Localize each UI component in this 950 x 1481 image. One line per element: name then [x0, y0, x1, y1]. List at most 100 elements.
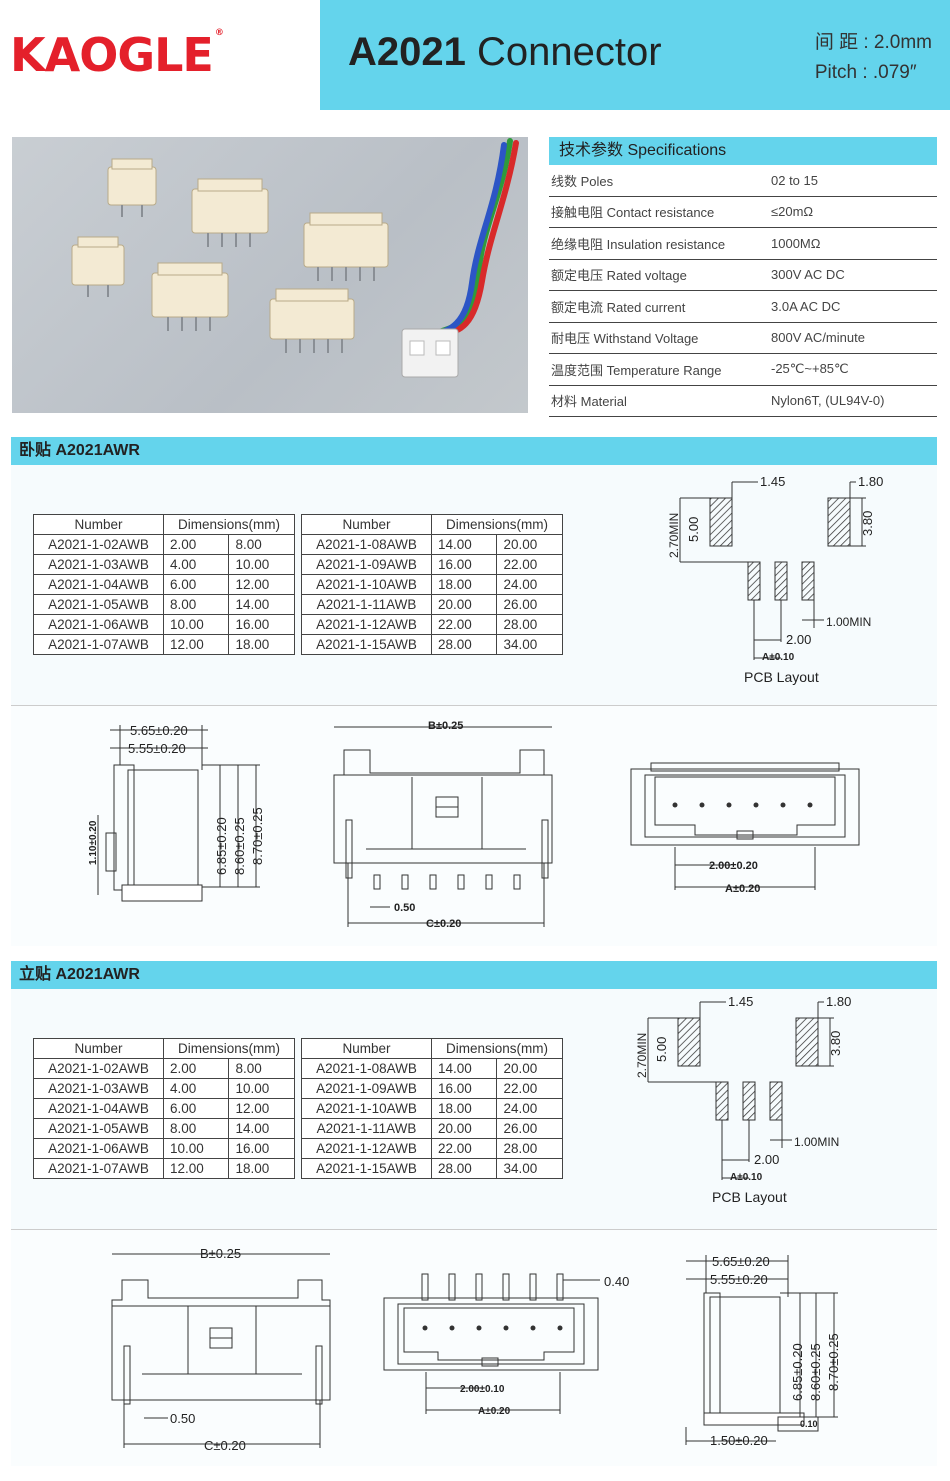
part-number-cell: A2021-1-09AWB [301, 554, 432, 575]
spec-label: 材料 Material [551, 394, 627, 410]
dimension-cell: 24.00 [496, 1098, 563, 1119]
svg-text:8.70±0.25: 8.70±0.25 [826, 1333, 841, 1391]
part-number-cell: A2021-1-06AWB [33, 1138, 164, 1159]
dimension-cell: 34.00 [496, 634, 563, 655]
dimension-cell: 26.00 [496, 1118, 563, 1139]
dimension-cell: 18.00 [228, 1158, 295, 1179]
top-view-drawing: 0.40 2.00±0.10 A±0.20 [383, 1273, 629, 1417]
dimension-cell: 2.00 [162, 534, 230, 555]
svg-text:0.10: 0.10 [800, 1419, 818, 1429]
spec-label: 温度范围 Temperature Range [551, 362, 722, 378]
svg-text:8.60±0.25: 8.60±0.25 [232, 817, 247, 875]
svg-text:A±0.10: A±0.10 [730, 1172, 763, 1183]
section-horizontal-drawings-area [11, 706, 937, 946]
svg-text:3.80: 3.80 [860, 511, 875, 536]
dimension-cell: 10.00 [228, 1078, 295, 1099]
pad [827, 497, 851, 547]
spec-value: -25℃~+85℃ [771, 361, 849, 377]
part-number-cell: A2021-1-15AWB [301, 1158, 432, 1179]
svg-text:B±0.25: B±0.25 [200, 1246, 241, 1261]
dimension-cell: 24.00 [496, 574, 563, 595]
pad [709, 497, 733, 547]
svg-text:A±0.10: A±0.10 [762, 652, 795, 663]
table-header: Number [33, 514, 164, 535]
dimension-cell: 18.00 [430, 574, 498, 595]
dimension-cell: 18.00 [430, 1098, 498, 1119]
svg-text:5.55±0.20: 5.55±0.20 [128, 741, 186, 756]
section-horizontal-title: 卧贴 A2021AWR [11, 437, 937, 465]
dimension-cell: 14.00 [430, 1058, 498, 1079]
side-view-drawing: 5.65±0.20 5.55±0.20 6.85±0.20 8.60±0.25 … [685, 1254, 841, 1448]
dimension-cell: 12.00 [228, 574, 295, 595]
svg-text:2.70MIN: 2.70MIN [667, 513, 681, 558]
spec-label: 绝缘电阻 Insulation resistance [551, 236, 726, 252]
part-number-cell: A2021-1-07AWB [33, 634, 164, 655]
dimension-cell: 22.00 [430, 614, 498, 635]
header-banner: A2021 Connector 间 距 : 2.0mm Pitch : .079… [320, 0, 950, 110]
dimension-cell: 14.00 [228, 594, 295, 615]
part-number-cell: A2021-1-05AWB [33, 594, 164, 615]
section-vertical-drawings-area [11, 1230, 937, 1466]
table-header: Number [301, 1038, 432, 1059]
svg-text:1.00MIN: 1.00MIN [826, 615, 871, 629]
part-number-cell: A2021-1-08AWB [301, 534, 432, 555]
spec-label: 线数 Poles [551, 173, 614, 189]
svg-text:C±0.20: C±0.20 [204, 1438, 246, 1453]
dimension-cell: 26.00 [496, 594, 563, 615]
part-number-cell: A2021-1-10AWB [301, 574, 432, 595]
dimension-cell: 6.00 [162, 574, 230, 595]
spec-label: 接触电阻 Contact resistance [551, 205, 715, 221]
product-photo [12, 137, 528, 413]
pad [795, 1017, 819, 1067]
dimension-cell: 22.00 [496, 1078, 563, 1099]
svg-text:1.80: 1.80 [858, 474, 883, 489]
dimension-cell: 12.00 [162, 634, 230, 655]
front-view-drawing: B±0.25 0.50 C±0.20 [111, 1246, 331, 1453]
dimension-cell: 4.00 [162, 554, 230, 575]
part-number-cell: A2021-1-07AWB [33, 1158, 164, 1179]
svg-text:PCB Layout: PCB Layout [712, 1189, 787, 1205]
dimension-cell: 20.00 [430, 1118, 498, 1139]
part-number-cell: A2021-1-08AWB [301, 1058, 432, 1079]
spec-value: 800V AC/minute [771, 330, 865, 346]
kaogle-logo: KAOGLE® [10, 28, 224, 82]
svg-text:3.80: 3.80 [828, 1031, 843, 1056]
spec-value: 300V AC DC [771, 267, 845, 283]
dimension-cell: 12.00 [162, 1158, 230, 1179]
part-number-cell: A2021-1-03AWB [33, 1078, 164, 1099]
dimension-cell: 8.00 [228, 1058, 295, 1079]
top-view-drawing: 2.00±0.20 A±0.20 [630, 762, 860, 895]
part-number-cell: A2021-1-03AWB [33, 554, 164, 575]
svg-text:5.00: 5.00 [654, 1037, 669, 1062]
dimension-cell: 10.00 [228, 554, 295, 575]
dimension-cell: 12.00 [228, 1098, 295, 1119]
part-number-cell: A2021-1-05AWB [33, 1118, 164, 1139]
spec-label: 额定电流 Rated current [551, 299, 686, 315]
svg-text:2.00: 2.00 [786, 632, 811, 647]
svg-text:1.80: 1.80 [826, 994, 851, 1009]
svg-text:5.65±0.20: 5.65±0.20 [712, 1254, 770, 1269]
svg-text:1.45: 1.45 [760, 474, 785, 489]
dimension-cell: 20.00 [496, 1058, 563, 1079]
svg-text:B±0.25: B±0.25 [428, 720, 463, 732]
part-number-cell: A2021-1-06AWB [33, 614, 164, 635]
section-vertical-title: 立贴 A2021AWR [11, 961, 937, 989]
dimension-cell: 16.00 [228, 614, 295, 635]
